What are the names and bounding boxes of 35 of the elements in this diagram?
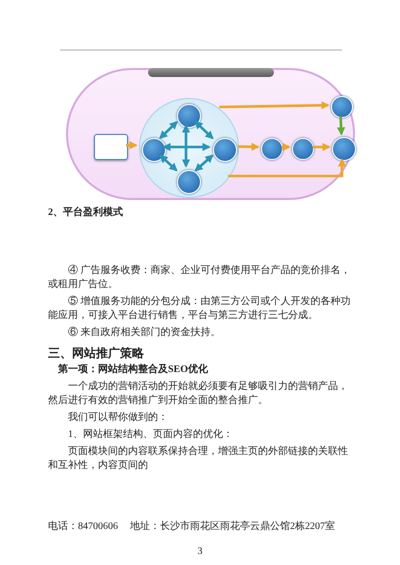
circle-icon [331, 96, 353, 118]
arrow [159, 120, 178, 140]
arrow [238, 142, 260, 151]
arrow [282, 142, 291, 152]
circle-icon [332, 137, 356, 161]
arrow [182, 124, 190, 168]
card [94, 134, 128, 160]
paragraph: ⑥ 来自政府相关部门的资金扶持。 [67, 326, 222, 340]
arrow [162, 142, 211, 152]
paragraph: 1、网站框架结构、页面内容的优化： [67, 428, 234, 442]
footer-text: 地址：长沙市雨花区雨花亭云鼎公馆2栋2207室 [130, 520, 335, 533]
circle-icon [261, 138, 283, 160]
section-heading: 2、平台盈利模式 [48, 206, 124, 220]
circle-icon [177, 170, 201, 194]
paragraph: 页面模块间的内容联系保持合理，增强主页的外部链接的关联性和互补性，内容页间的 [48, 445, 349, 473]
arrow [219, 101, 330, 110]
circle-icon [213, 138, 237, 162]
arrow [126, 141, 138, 150]
arrow [194, 120, 214, 140]
section-heading: 三、网站推广策略 [48, 346, 145, 360]
paragraph: 我们可以帮你做到的： [67, 411, 169, 425]
page-number: 3 [198, 546, 202, 557]
arrow [228, 158, 346, 178]
paragraph: ⑤ 增值服务功能的分包分成：由第三方公司或个人开发的各种功能应用，可接入平台进行销售，平台与第三方进行三七分成。 [48, 295, 352, 323]
arrow [159, 154, 178, 172]
circle-icon [142, 138, 166, 162]
circle-icon [292, 138, 314, 160]
arrow [194, 154, 214, 172]
circle-icon [177, 104, 201, 128]
paragraph: ④ 广告服务收费：商家、企业可付费使用平台产品的竞价排名，或租用广告位。 [48, 264, 352, 292]
subheading: 第一项：网站结构整合及SEO优化 [57, 363, 210, 377]
arrow [313, 142, 331, 152]
arrow [336, 116, 346, 136]
paragraph: 一个成功的营销活动的开始就必须要有足够吸引力的营销产品，然后进行有效的营销推广到开始全面的整合推广。 [48, 380, 349, 408]
footer-text: 电话：84700606 [48, 520, 118, 533]
